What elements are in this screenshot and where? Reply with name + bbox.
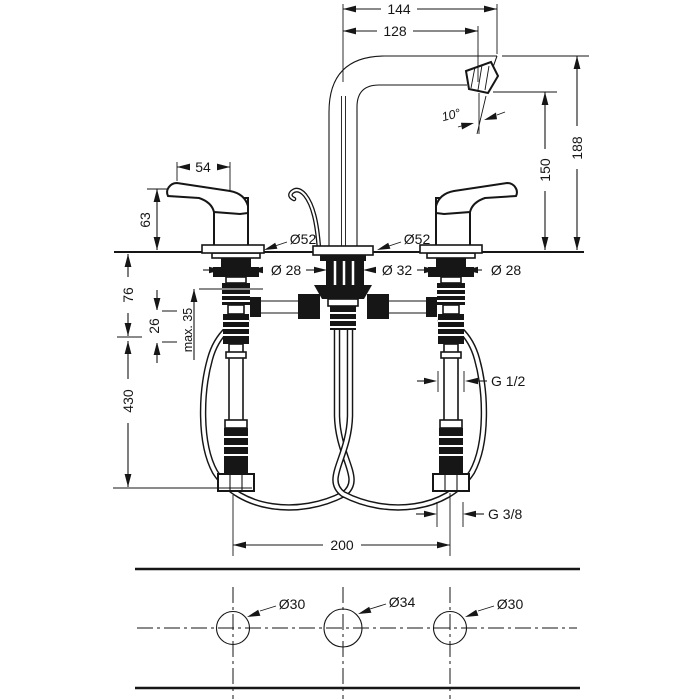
callout-escutcheon-center: Ø52	[377, 231, 430, 250]
left-handle	[166, 182, 249, 249]
dim-128-label: 128	[383, 23, 407, 39]
dia28-left-label: Ø 28	[271, 262, 302, 278]
dim-max35-label: max. 35	[181, 308, 195, 353]
callout-hole-center: Ø34	[358, 594, 415, 614]
dim-shank-diameters: Ø 28 Ø 32 Ø 28	[203, 262, 521, 278]
g38-label: G 3/8	[488, 506, 522, 522]
right-escutcheon	[419, 244, 483, 254]
dia30-right-label: Ø30	[497, 596, 524, 612]
center-mounting-stack	[314, 254, 372, 330]
aerator	[464, 60, 500, 95]
dim-76: 76	[117, 254, 142, 338]
center-escutcheon	[312, 245, 374, 256]
dim-g38: G 3/8	[416, 502, 522, 527]
dim-150-label: 150	[537, 158, 553, 182]
dim-188: 188	[502, 55, 589, 250]
dim-max35: max. 35	[181, 288, 263, 360]
dia32-center-label: Ø 32	[382, 262, 413, 278]
dim-54-label: 54	[195, 159, 211, 175]
dim-144: 144	[342, 1, 498, 82]
dia28-right-label: Ø 28	[491, 262, 522, 278]
dia30-left-label: Ø30	[279, 596, 306, 612]
dim-76-label: 76	[120, 287, 136, 303]
dim-63: 63	[137, 188, 167, 250]
left-escutcheon	[201, 244, 265, 254]
dim-188-label: 188	[569, 136, 585, 160]
callout-hole-right: Ø30	[465, 596, 523, 617]
dim-angle-label: 10°	[440, 106, 462, 124]
dim-26: 26	[146, 290, 177, 363]
dim-128: 128	[343, 23, 479, 82]
dia34-center-label: Ø34	[389, 594, 416, 610]
popup-rod	[288, 187, 322, 252]
right-valve-assembly	[426, 252, 476, 492]
dim-430-label: 430	[120, 389, 136, 413]
dim-150: 150	[493, 91, 557, 250]
dim-144-label: 144	[387, 1, 411, 17]
side-view	[114, 55, 584, 511]
plan-view: Ø30 Ø34 Ø30	[135, 567, 580, 699]
dia52-left-label: Ø52	[290, 231, 317, 247]
dim-430: 430	[113, 341, 252, 489]
callout-hole-left: Ø30	[247, 596, 305, 617]
center-hole	[323, 608, 363, 648]
dim-g12: G 1/2	[417, 371, 525, 392]
dim-54: 54	[176, 159, 231, 190]
dim-angle: 10°	[440, 93, 506, 135]
dim-63-label: 63	[137, 212, 153, 228]
dimensions: 144 128 10° 188	[113, 1, 589, 556]
dim-200: 200	[232, 493, 451, 556]
dim-26-label: 26	[146, 318, 162, 334]
callout-escutcheon-left: Ø52	[264, 231, 316, 250]
right-hole	[432, 610, 468, 646]
right-handle	[435, 182, 518, 249]
g12-label: G 1/2	[491, 373, 525, 389]
left-hole	[215, 610, 251, 646]
dim-200-label: 200	[330, 537, 354, 553]
dia52-center-label: Ø52	[404, 231, 431, 247]
spout	[328, 55, 500, 251]
